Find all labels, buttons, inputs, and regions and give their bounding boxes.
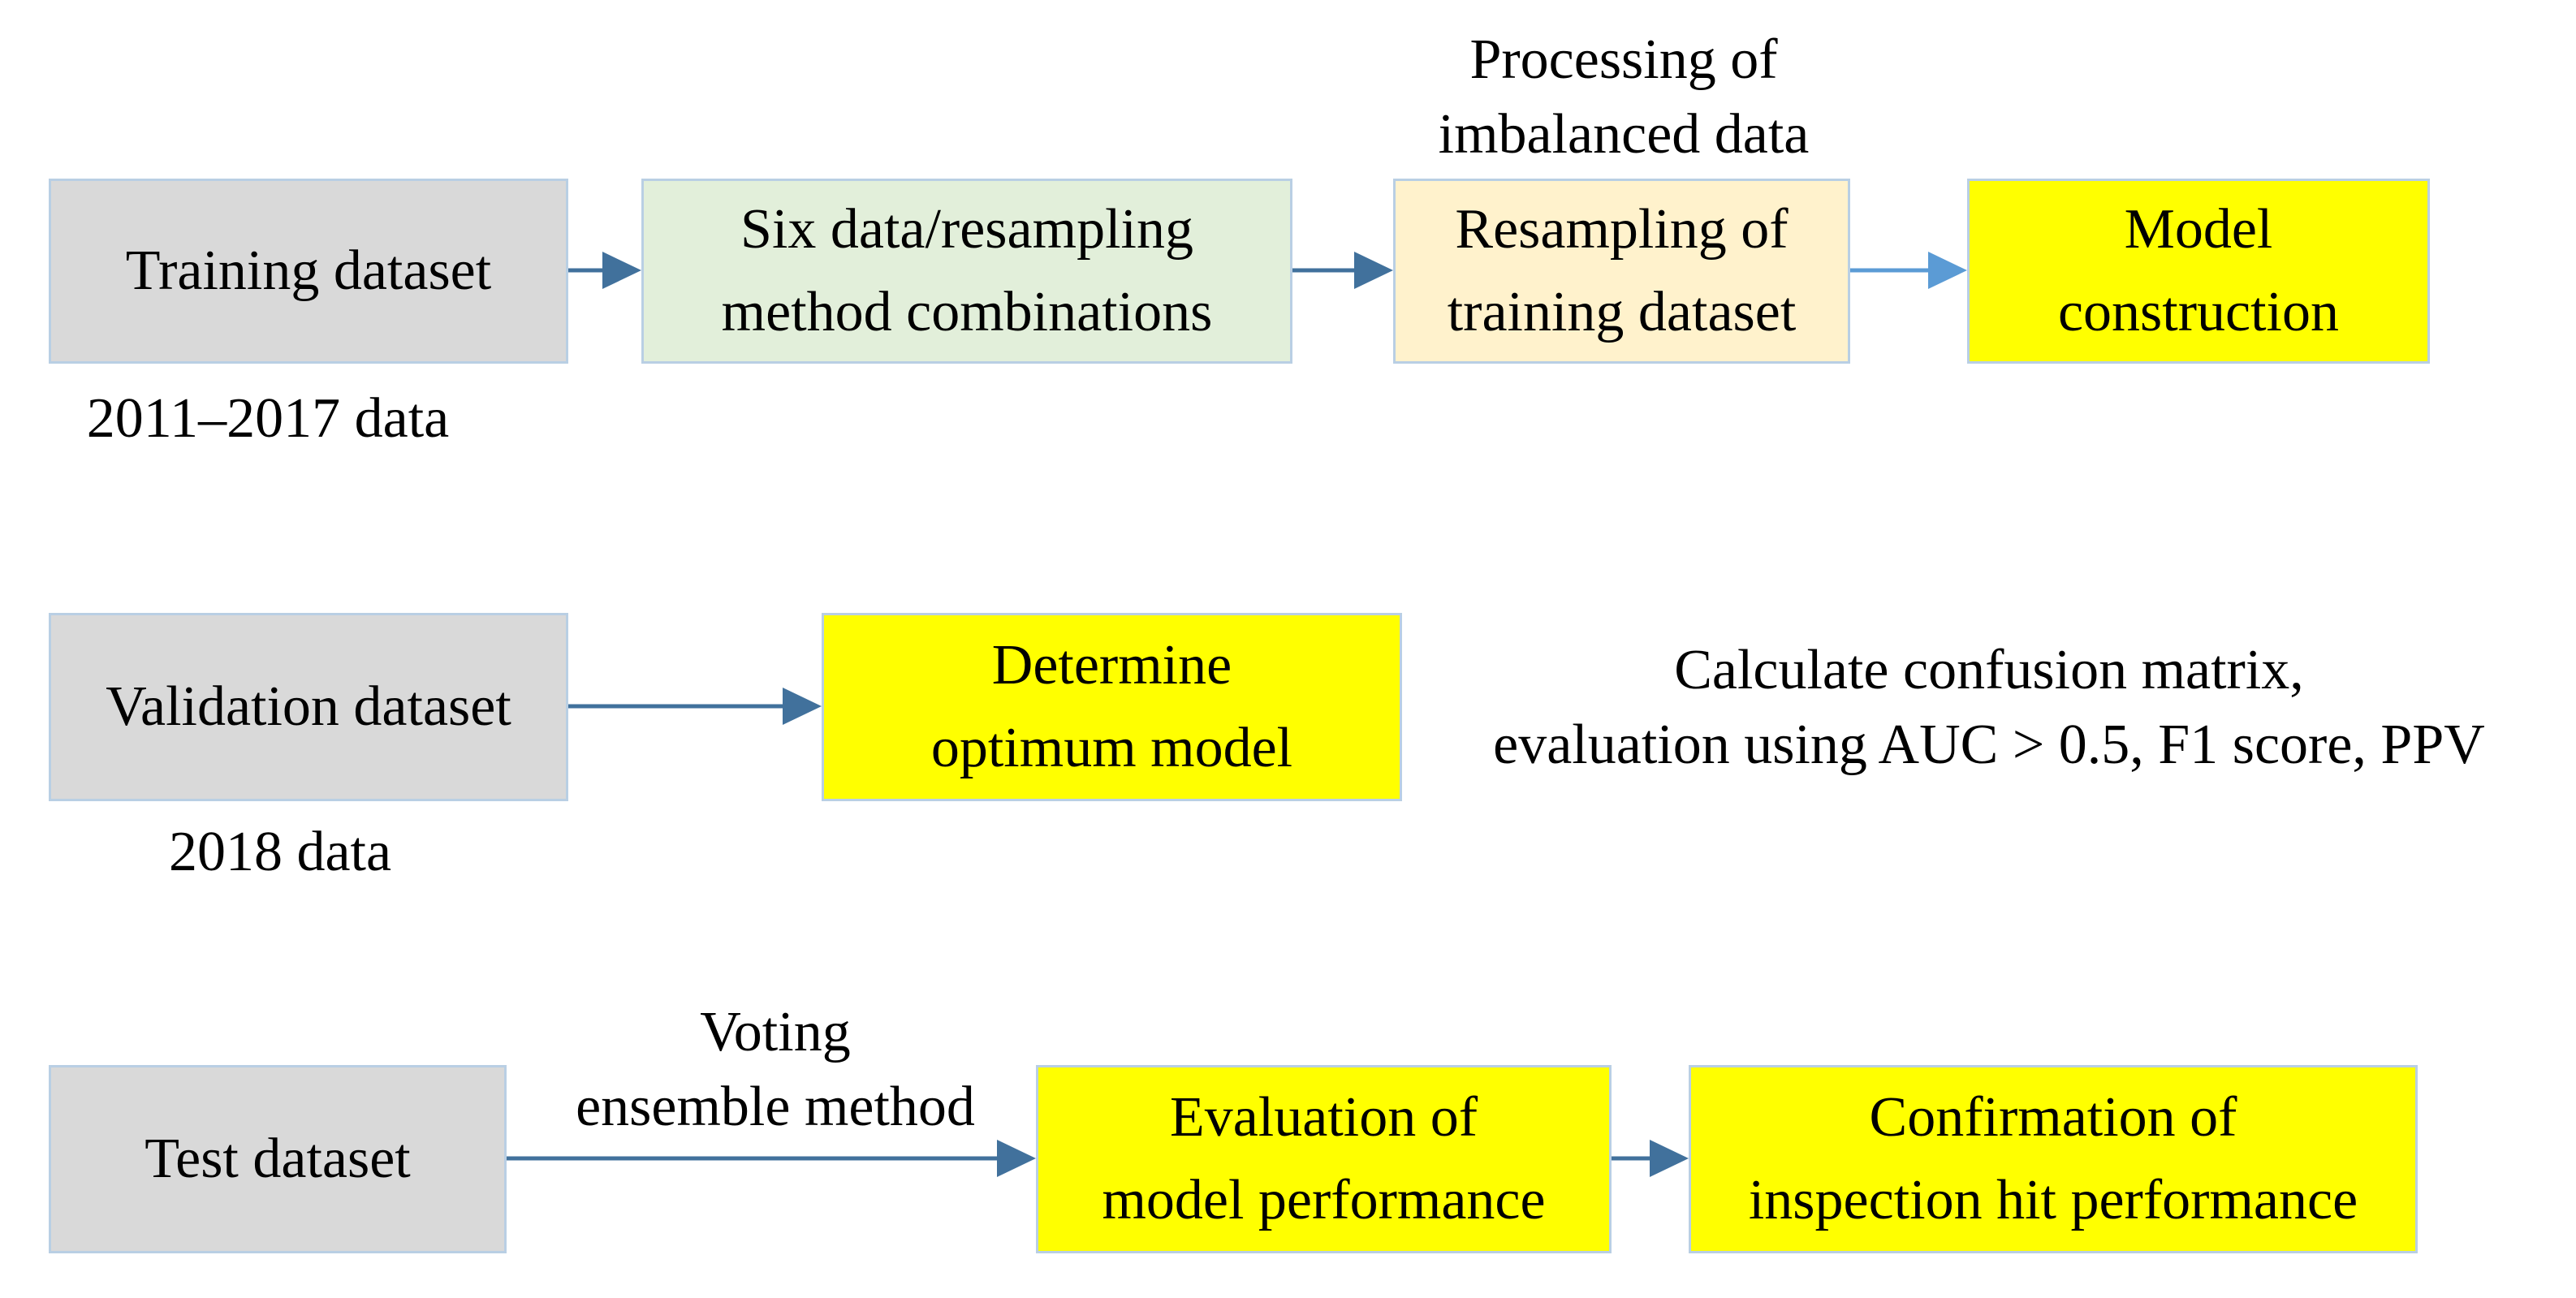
validation-data-caption-text: 2018 data bbox=[168, 821, 392, 883]
optimum-model-box: Determine optimum model bbox=[822, 613, 1402, 801]
arrowhead-combinations-to-resampling bbox=[1354, 252, 1393, 289]
validation-data-caption: 2018 data bbox=[81, 815, 479, 890]
resampling-line1: Resampling of bbox=[1455, 198, 1789, 261]
arrowhead-evaluation-to-confirmation bbox=[1650, 1140, 1689, 1177]
model-construction-box: Model construction bbox=[1967, 179, 2430, 364]
combinations-box: Six data/resampling method combinations bbox=[641, 179, 1292, 364]
combinations-line2: method combinations bbox=[721, 281, 1213, 343]
evaluation-line1: Evaluation of bbox=[1169, 1086, 1478, 1149]
optimum-model-line2: optimum model bbox=[930, 717, 1293, 779]
confirmation-line2: inspection hit performance bbox=[1748, 1169, 2358, 1231]
imbalance-line1: Processing of bbox=[1469, 28, 1778, 91]
arrowhead-validation-to-optimum bbox=[783, 688, 822, 725]
evaluation-box: Evaluation of model performance bbox=[1036, 1065, 1612, 1253]
voting-line2: ensemble method bbox=[576, 1076, 975, 1138]
metrics-line2: evaluation using AUC > 0.5, F1 score, PP… bbox=[1493, 714, 2485, 776]
evaluation-line2: model performance bbox=[1102, 1169, 1546, 1231]
model-construction-line1: Model bbox=[2124, 198, 2273, 261]
resampling-line2: training dataset bbox=[1447, 281, 1797, 343]
confirmation-box: Confirmation of inspection hit performan… bbox=[1689, 1065, 2418, 1253]
validation-dataset-text: Validation dataset bbox=[106, 675, 511, 738]
training-dataset-text: Training dataset bbox=[125, 239, 492, 302]
voting-line1: Voting bbox=[700, 1001, 851, 1063]
arrowhead-resampling-to-model bbox=[1928, 252, 1967, 289]
voting-label: Voting ensemble method bbox=[536, 995, 1015, 1145]
combinations-line1: Six data/resampling bbox=[740, 198, 1193, 261]
imbalance-label: Processing of imbalanced data bbox=[1331, 23, 1916, 172]
arrowhead-training-to-combinations bbox=[602, 252, 641, 289]
metrics-label: Calculate confusion matrix, evaluation u… bbox=[1461, 633, 2517, 783]
model-construction-line2: construction bbox=[2057, 281, 2340, 343]
test-dataset-box: Test dataset bbox=[49, 1065, 507, 1253]
training-data-caption: 2011–2017 data bbox=[49, 382, 487, 456]
imbalance-line2: imbalanced data bbox=[1438, 103, 1810, 166]
resampling-box: Resampling of training dataset bbox=[1393, 179, 1850, 364]
metrics-line1: Calculate confusion matrix, bbox=[1674, 639, 2304, 701]
training-data-caption-text: 2011–2017 data bbox=[86, 387, 450, 450]
training-dataset-box: Training dataset bbox=[49, 179, 568, 364]
arrowhead-test-to-evaluation bbox=[997, 1140, 1036, 1177]
optimum-model-line1: Determine bbox=[991, 634, 1232, 696]
test-dataset-text: Test dataset bbox=[145, 1128, 411, 1190]
validation-dataset-box: Validation dataset bbox=[49, 613, 568, 801]
confirmation-line1: Confirmation of bbox=[1869, 1086, 2237, 1149]
